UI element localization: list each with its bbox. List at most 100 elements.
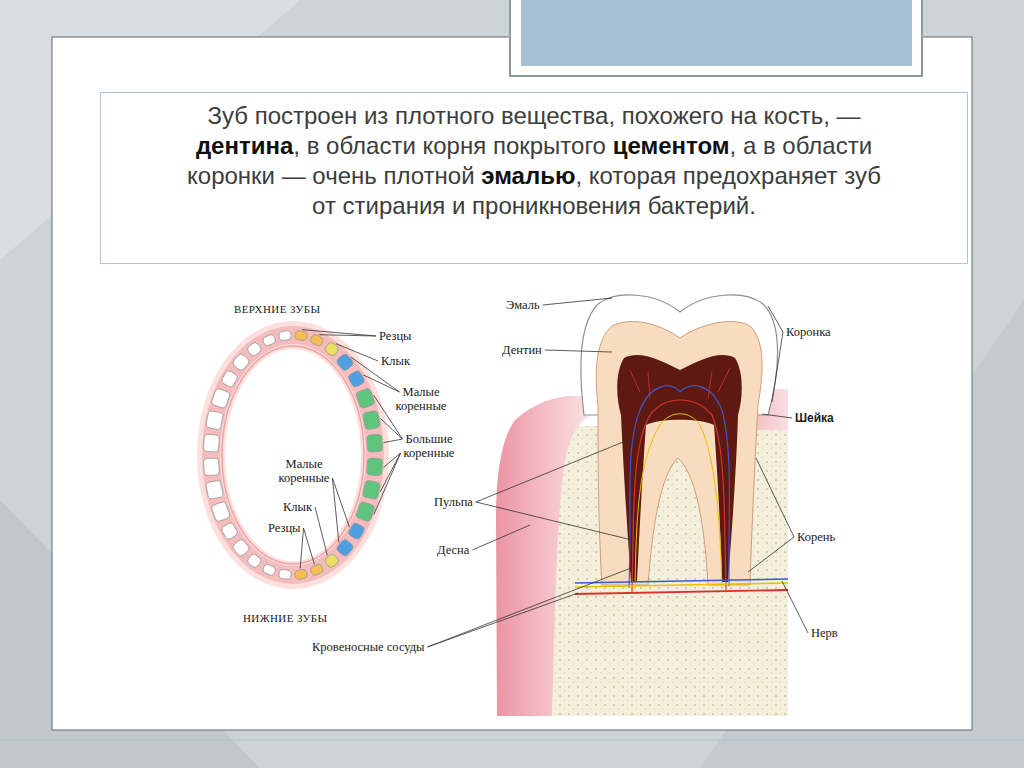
leader-line — [768, 306, 783, 332]
part-label: Резцы — [268, 521, 301, 535]
gum-left — [496, 396, 592, 716]
tooth — [336, 353, 355, 372]
tooth — [367, 458, 383, 476]
tooth — [294, 330, 307, 341]
leader-line — [476, 440, 628, 502]
leader-line — [380, 453, 400, 492]
tooth — [324, 553, 340, 569]
tooth — [203, 434, 219, 452]
leader-line — [472, 525, 530, 550]
leader-line — [374, 453, 401, 515]
header-bar — [521, 0, 912, 66]
tooth — [221, 522, 239, 541]
tooth — [362, 410, 380, 430]
tooth — [205, 480, 223, 500]
text-box: Зуб построен из плотного вещества, похож… — [100, 92, 968, 264]
tooth — [246, 553, 262, 569]
part-label: Большие коренные — [392, 432, 466, 460]
tooth — [355, 388, 375, 409]
tooth — [309, 334, 324, 347]
leader-line — [336, 344, 378, 361]
leader-line — [363, 375, 399, 392]
leader-line — [428, 568, 632, 647]
tooth — [347, 522, 365, 541]
slide-card — [52, 37, 972, 730]
vessel-line — [575, 590, 788, 594]
part-label: Нерв — [811, 626, 838, 640]
part-label: Коронка — [786, 325, 831, 339]
part-label: Десна — [437, 543, 469, 557]
leader-line — [380, 418, 402, 439]
blood-vessel — [632, 400, 726, 592]
tooth — [211, 388, 231, 409]
part-label: НИЖНИЕ ЗУБЫ — [243, 611, 327, 625]
part-label: Эмаль — [506, 298, 540, 312]
gum-halo — [211, 335, 375, 575]
leader-line — [748, 537, 794, 572]
tooth — [367, 434, 383, 452]
tooth-section — [496, 295, 788, 716]
tooth — [278, 569, 291, 580]
tooth — [309, 563, 324, 576]
part-label: Малые коренные — [268, 457, 340, 485]
tooth — [324, 341, 340, 357]
gum — [211, 335, 375, 575]
leader-line — [545, 350, 612, 352]
term: эмалью — [481, 162, 575, 189]
term: дентина — [196, 132, 293, 159]
leader-line — [782, 581, 808, 633]
tooth — [221, 370, 239, 389]
part-label: ВЕРХНИЕ ЗУБЫ — [234, 302, 320, 316]
blood-vessel — [629, 386, 729, 588]
tooth — [262, 334, 277, 347]
leader-line — [384, 439, 403, 443]
part-label: Резцы — [379, 329, 412, 343]
part-label: Корень — [797, 530, 835, 544]
leader-line — [319, 335, 376, 336]
part-label: Малые коренные — [388, 385, 454, 413]
tooth — [278, 330, 291, 341]
part-label: Дентин — [502, 343, 542, 357]
leader-line — [772, 332, 783, 402]
leader-line — [384, 453, 401, 467]
tooth — [262, 563, 277, 576]
tooth — [232, 353, 251, 372]
leader-line — [332, 478, 338, 543]
leader-lines — [300, 298, 808, 647]
background-line — [0, 740, 1024, 741]
leader-line — [476, 502, 632, 540]
text-run: , в области корня покрытого — [293, 132, 612, 159]
nerve-fibre — [635, 414, 722, 590]
tooth — [246, 341, 262, 357]
part-label: Клык — [381, 354, 410, 368]
tooth — [203, 458, 219, 476]
tooth — [205, 410, 223, 430]
nerve-line — [575, 579, 788, 583]
part-label: Пульпа — [434, 495, 473, 509]
leader-line — [302, 330, 376, 336]
tooth — [362, 480, 380, 500]
dental-arch — [203, 330, 382, 579]
tooth — [294, 569, 307, 580]
leader-line — [304, 528, 315, 564]
header-frame — [510, 0, 922, 76]
dentin — [596, 322, 762, 585]
term: цементом — [613, 132, 730, 159]
part-label: Клык — [283, 500, 312, 514]
blood-vessel — [630, 368, 730, 398]
leader-line — [428, 593, 579, 647]
leader-line — [543, 298, 612, 305]
vessel-line — [575, 583, 788, 587]
leader-line — [300, 528, 303, 568]
leader-line — [762, 414, 792, 418]
leader-line — [756, 458, 794, 537]
part-label: Кровеносные сосуды — [312, 640, 425, 654]
text-run: Зуб построен из плотного вещества, похож… — [207, 102, 860, 129]
tooth — [347, 370, 365, 389]
leader-line — [315, 507, 327, 555]
paragraph: Зуб построен из плотного вещества, похож… — [179, 101, 889, 221]
part-label: Шейка — [795, 411, 834, 425]
gum-edge — [222, 346, 364, 564]
